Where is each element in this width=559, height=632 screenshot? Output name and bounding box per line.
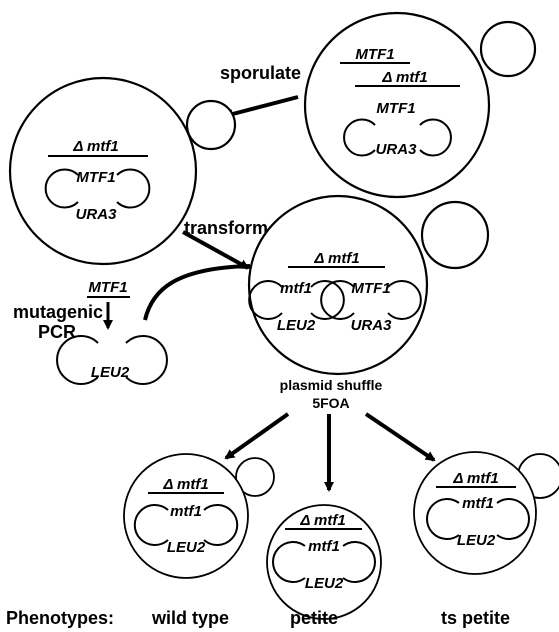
petite-cell-body (266, 504, 382, 620)
sporulate-label: sporulate (220, 63, 301, 83)
phenotype-ts-petite: ts petite (441, 608, 510, 628)
transform-label: transform (184, 218, 268, 238)
pcr-template-mtf1: MTF1 (88, 279, 127, 296)
diploid-mtf1-allele: MTF1 (355, 46, 394, 63)
ts-plasmid-mtf1-label: mtf1 (462, 495, 494, 512)
wild-type-cell-bud (235, 457, 275, 497)
leu2-vector-circle (56, 335, 168, 385)
haploid-delta-cell-bud (185, 99, 237, 151)
plasmid-circle (248, 280, 345, 320)
diploid-cell-bud (479, 20, 537, 78)
petite-delta-mtf1-allele: Δ mtf1 (299, 512, 345, 529)
haploid-delta-cell-body (8, 76, 198, 266)
plasmid-mtf1-label: MTF1 (351, 280, 390, 297)
haploid-delta-cell: Δ mtf1 MTF1 URA3 (8, 76, 237, 266)
phenotype-wild-type: wild type (151, 608, 229, 628)
shuffle-arrow-ts-petite (364, 412, 436, 462)
plasmid-circle (320, 280, 422, 320)
plasmid-ura3-label: URA3 (351, 317, 392, 334)
wild-type-cell-body (123, 453, 249, 579)
wt-plasmid-leu2-label: LEU2 (167, 539, 206, 556)
plasmid-mtf1-mutant-label: mtf1 (280, 280, 312, 297)
petite-plasmid-mtf1-label: mtf1 (308, 538, 340, 555)
haploid-delta-mtf1-allele: Δ mtf1 (72, 138, 118, 155)
plasmid-ura3-label: URA3 (376, 141, 417, 158)
transform-arrow (182, 230, 250, 270)
ts-plasmid-leu2-label: LEU2 (457, 532, 496, 549)
shuffle-strain-cell: Δ mtf1 mtf1 LEU2 MTF1 URA3 (247, 194, 490, 376)
plasmid-mtf1-label: MTF1 (376, 100, 415, 117)
mutagenic-label: mutagenic (13, 302, 103, 322)
leu2-vector-label: LEU2 (91, 364, 130, 381)
plasmid-ura3-label: URA3 (76, 206, 117, 223)
diploid-cell: MTF1 Δ mtf1 MTF1 URA3 (303, 11, 537, 199)
diploid-delta-mtf1-allele: Δ mtf1 (381, 69, 427, 86)
wt-delta-mtf1-allele: Δ mtf1 (162, 476, 208, 493)
plasmid-leu2-label: LEU2 (277, 317, 316, 334)
sporulate-arrow (223, 95, 299, 119)
pcr-label: PCR (38, 322, 76, 342)
plasmid-circle (133, 504, 239, 546)
wild-type-cell: Δ mtf1 mtf1 LEU2 (123, 453, 275, 579)
shuffle-strain-cell-bud (420, 200, 490, 270)
plasmid-shuffle-label: plasmid shuffle (280, 377, 383, 393)
plasmid-mtf1-label: MTF1 (76, 169, 115, 186)
phenotypes-heading: Phenotypes: (6, 608, 114, 628)
five-foa-label: 5FOA (312, 395, 349, 411)
plasmid-circle (44, 168, 151, 209)
ts-delta-mtf1-allele: Δ mtf1 (452, 470, 498, 487)
ts-petite-cell: Δ mtf1 mtf1 LEU2 (413, 451, 559, 575)
plasmid-circle (272, 541, 376, 583)
plasmid-circle (343, 118, 452, 157)
petite-cell: Δ mtf1 mtf1 LEU2 (266, 504, 382, 620)
ligation-arrow (143, 264, 251, 321)
plasmid-circle (426, 498, 530, 540)
wt-plasmid-mtf1-label: mtf1 (170, 503, 202, 520)
shuffle-arrow-wild-type (224, 412, 290, 460)
phenotype-petite: petite (290, 608, 338, 628)
ts-petite-cell-body (413, 451, 537, 575)
shuffle-delta-mtf1-allele: Δ mtf1 (313, 250, 359, 267)
petite-plasmid-leu2-label: LEU2 (305, 575, 344, 592)
